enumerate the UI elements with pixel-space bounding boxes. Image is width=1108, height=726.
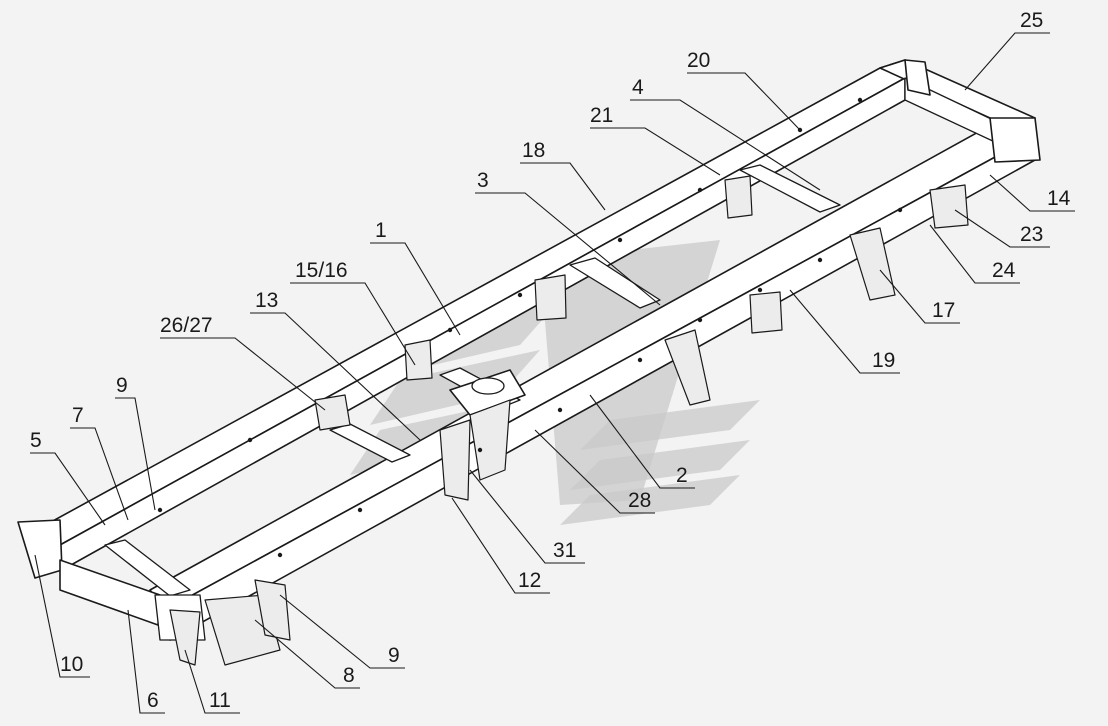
callout-20: 20 xyxy=(687,49,710,72)
leader-lines xyxy=(30,32,1075,714)
cross-members xyxy=(104,164,841,597)
callout-11: 11 xyxy=(209,689,231,712)
side-rail-near xyxy=(149,117,1036,641)
callout-31: 31 xyxy=(553,539,576,562)
front-spring-bracket xyxy=(204,579,291,666)
center-mount-bracket xyxy=(439,369,526,501)
callout-15-16: 15/16 xyxy=(295,259,348,282)
callout-24: 24 xyxy=(992,259,1016,282)
callout-18: 18 xyxy=(522,139,545,162)
callout-9-left: 9 xyxy=(116,374,128,397)
callout-2: 2 xyxy=(676,464,688,487)
callout-21: 21 xyxy=(590,104,613,127)
frame-holes xyxy=(157,97,903,558)
callout-13: 13 xyxy=(255,289,278,312)
rear-spring-hangers xyxy=(314,175,969,431)
callout-7: 7 xyxy=(72,404,84,427)
callout-14: 14 xyxy=(1047,187,1071,210)
callout-labels: 25 20 4 21 18 3 14 23 24 17 19 1 15/16 1… xyxy=(30,9,1071,712)
callout-19: 19 xyxy=(872,349,895,372)
callout-1: 1 xyxy=(375,219,387,242)
callout-5: 5 xyxy=(30,429,42,452)
callout-4: 4 xyxy=(632,76,644,99)
front-bumper xyxy=(17,519,206,666)
callout-25: 25 xyxy=(1020,9,1043,32)
callout-10: 10 xyxy=(60,653,83,676)
callout-3: 3 xyxy=(477,169,489,192)
callout-17: 17 xyxy=(932,299,955,322)
callout-28: 28 xyxy=(628,489,651,512)
rear-end-frame xyxy=(879,59,1041,163)
callout-6: 6 xyxy=(147,689,159,712)
callout-26-27: 26/27 xyxy=(160,314,213,337)
callout-9-right: 9 xyxy=(388,644,400,667)
callout-12: 12 xyxy=(518,569,541,592)
callout-23: 23 xyxy=(1020,223,1043,246)
callout-8: 8 xyxy=(343,664,355,687)
